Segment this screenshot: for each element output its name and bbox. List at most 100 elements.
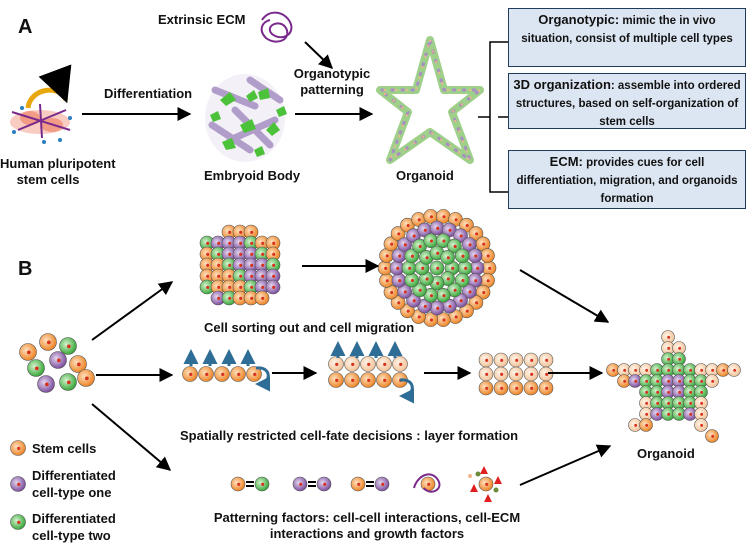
cell-nucleus: [667, 401, 671, 405]
cell-nucleus: [485, 386, 489, 390]
cell-nucleus: [429, 239, 434, 243]
cell-nucleus: [421, 266, 425, 270]
embryoid-body-graphic: [205, 74, 287, 162]
cell-nucleus: [228, 285, 232, 289]
cell-nucleus: [383, 378, 387, 383]
cell-nucleus: [26, 350, 31, 355]
cell-nucleus: [468, 243, 472, 247]
cell-nucleus: [700, 423, 704, 427]
cell-nucleus: [678, 346, 682, 350]
cell-nucleus: [272, 252, 276, 256]
extrinsic-ecm-graphic: [260, 11, 293, 43]
cell-nucleus: [634, 379, 638, 383]
cell-nucleus: [76, 362, 81, 367]
cell-nucleus: [206, 285, 210, 289]
cell-nucleus: [261, 482, 265, 486]
cell-nucleus: [656, 412, 660, 416]
cell-nucleus: [272, 241, 276, 245]
cell-nucleus: [454, 315, 458, 319]
cell-nucleus: [634, 423, 638, 427]
cell-nucleus: [239, 241, 243, 245]
spatial-restriction-label: Spatially restricted cell-fate decisions…: [180, 428, 519, 443]
cell-nucleus: [667, 368, 671, 372]
cell-nucleus: [228, 263, 232, 267]
cell-nucleus: [678, 368, 682, 372]
cell-nucleus: [488, 266, 492, 270]
cell-nucleus: [545, 372, 549, 376]
cell-nucleus: [689, 390, 693, 394]
cell-nucleus: [17, 446, 21, 451]
cell-nucleus: [485, 372, 489, 376]
cell-nucleus: [486, 254, 490, 258]
cell-nucleus: [451, 266, 455, 270]
cell-nucleus: [515, 372, 519, 376]
cell-nucleus: [465, 224, 469, 228]
cell-nucleus: [228, 252, 232, 256]
cell-nucleus: [453, 244, 457, 248]
cell-nucleus: [335, 378, 339, 383]
cell-nucleus: [475, 232, 479, 236]
cell-nucleus: [403, 243, 407, 247]
cell-nucleus: [545, 386, 549, 390]
cell-nucleus: [645, 423, 649, 427]
cell-nucleus: [459, 234, 463, 238]
cell-nucleus: [217, 274, 221, 278]
cell-nucleus: [645, 368, 649, 372]
cell-sorting-label: Cell sorting out and cell migration: [204, 320, 415, 335]
cell-nucleus: [436, 226, 440, 230]
cell-nucleus: [474, 279, 478, 283]
organoid-label-b: Organoid: [637, 446, 695, 461]
cell-nucleus: [656, 368, 660, 372]
cell-nucleus: [390, 242, 394, 246]
cell-nucleus: [228, 296, 232, 300]
cell-nucleus: [250, 296, 254, 300]
cell-nucleus: [418, 288, 422, 292]
cell-nucleus: [205, 372, 209, 377]
cell-nucleus: [465, 309, 469, 313]
cell-nucleus: [485, 358, 489, 362]
cell-nucleus: [678, 357, 682, 361]
cell-nucleus: [189, 372, 193, 377]
cell-nucleus: [403, 290, 407, 294]
panel-b-label: B: [18, 258, 33, 280]
cell-nucleus: [46, 340, 51, 345]
cell-nucleus: [272, 274, 276, 278]
cell-nucleus: [689, 401, 693, 405]
cell-nucleus: [397, 301, 401, 305]
cell-nucleus: [545, 358, 549, 362]
cell-nucleus: [476, 266, 480, 270]
cell-nucleus: [425, 256, 429, 260]
cell-nucleus: [700, 390, 704, 394]
cell-nucleus: [206, 263, 210, 267]
cell-nucleus: [423, 228, 427, 232]
organoid-star-graphic: [376, 36, 484, 164]
cell-nucleus: [66, 380, 71, 385]
cell-nucleus: [237, 372, 241, 377]
cell-nucleus: [385, 279, 389, 283]
cell-nucleus: [454, 218, 458, 222]
cell-nucleus: [239, 230, 243, 234]
cell-nucleus: [700, 368, 704, 372]
cell-nucleus: [250, 285, 254, 289]
cell-nucleus: [397, 232, 401, 236]
bracket: [489, 41, 498, 193]
cell-nucleus: [367, 378, 371, 383]
cell-nucleus: [482, 242, 486, 246]
cell-nucleus: [530, 386, 534, 390]
cell-nucleus: [410, 254, 415, 258]
cell-nucleus: [417, 315, 421, 319]
cell-nucleus: [468, 290, 472, 294]
cell-nucleus: [384, 266, 388, 270]
cell-nucleus: [722, 368, 726, 372]
cell-nucleus: [357, 482, 361, 486]
cell-nucleus: [678, 412, 682, 416]
cell-nucleus: [678, 390, 682, 394]
cell-nucleus: [656, 379, 660, 383]
cell-nucleus: [500, 372, 504, 376]
cell-nucleus: [429, 318, 433, 322]
cell-nucleus: [351, 362, 355, 367]
cell-nucleus: [442, 294, 446, 298]
cell-nucleus: [17, 520, 21, 525]
cell-nucleus: [239, 296, 243, 300]
